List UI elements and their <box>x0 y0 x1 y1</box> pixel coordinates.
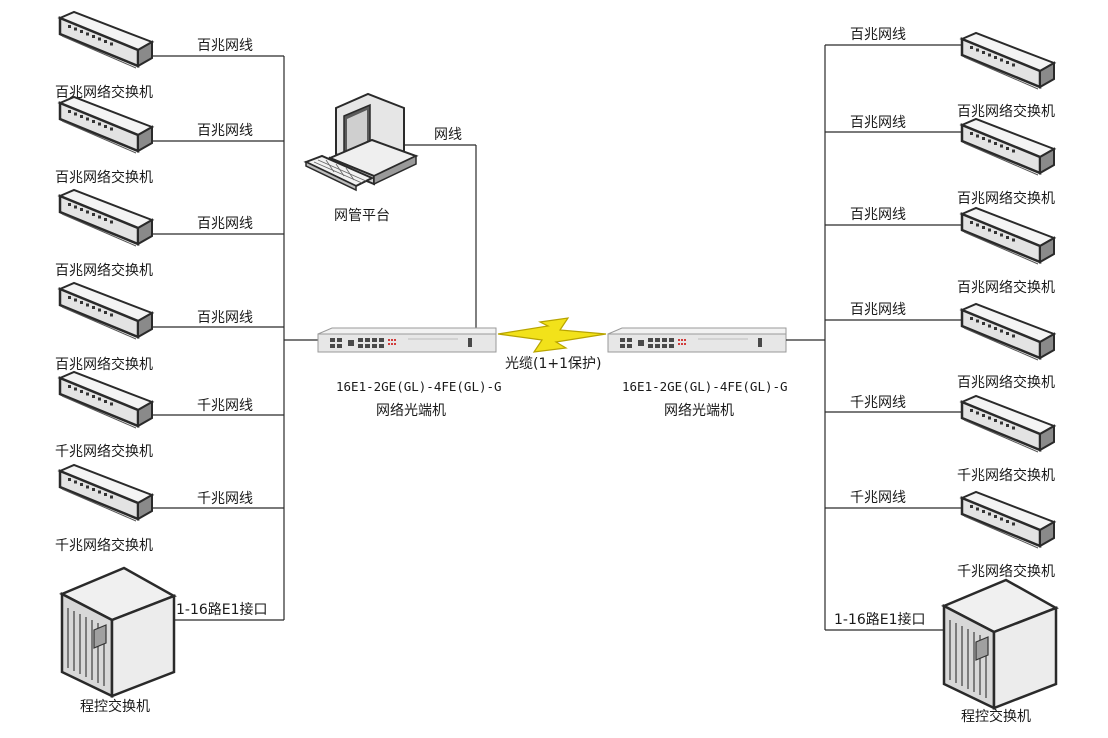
switch-icon <box>960 394 1056 454</box>
switch-icon <box>58 281 154 341</box>
right-device-label: 程控交换机 <box>961 708 1031 725</box>
switch-icon <box>960 117 1056 177</box>
right-device-label: 百兆网络交换机 <box>957 103 1055 120</box>
optical-terminal-icon <box>317 327 497 353</box>
lightning-icon <box>497 317 607 353</box>
center-link: 网管平台 网线 16E1-2GE(GL)-4FE(GL)-G 网络光端机 光缆(… <box>305 93 788 419</box>
switch-icon <box>960 31 1056 91</box>
pbx-icon <box>60 566 176 698</box>
right-cable-label: 百兆网线 <box>850 27 906 43</box>
right-cable-label: 百兆网线 <box>850 207 906 223</box>
switch-icon <box>960 302 1056 362</box>
switch-icon <box>960 206 1056 266</box>
right-device-label: 百兆网络交换机 <box>957 190 1055 207</box>
right-site: 百兆网线 百兆网络交换机 百兆网线 百兆网络交换机 百兆网线 百兆网络交换机 百… <box>786 27 1058 725</box>
right-cable-label: 百兆网线 <box>850 115 906 131</box>
fiber-label: 光缆(1+1保护) <box>505 356 601 372</box>
left-cable-label: 百兆网线 <box>197 310 253 326</box>
left-device-label: 千兆网络交换机 <box>55 537 153 554</box>
left-terminal-model: 16E1-2GE(GL)-4FE(GL)-G <box>336 379 502 394</box>
right-device-label: 百兆网络交换机 <box>957 374 1055 391</box>
right-cable-label: 1-16路E1接口 <box>834 611 926 628</box>
nms-cable-label: 网线 <box>434 127 462 143</box>
nms-label: 网管平台 <box>334 208 390 224</box>
right-device-label: 千兆网络交换机 <box>957 467 1055 484</box>
left-device-label: 程控交换机 <box>80 698 150 715</box>
left-terminal-name: 网络光端机 <box>376 403 446 419</box>
right-terminal-name: 网络光端机 <box>664 403 734 419</box>
switch-icon <box>58 463 154 523</box>
switch-icon <box>960 490 1056 550</box>
pbx-icon <box>942 578 1058 710</box>
switch-icon <box>58 188 154 248</box>
left-device-label: 百兆网络交换机 <box>55 356 153 373</box>
right-cable-label: 千兆网线 <box>850 395 906 411</box>
switch-icon <box>58 95 154 155</box>
left-cable-label: 1-16路E1接口 <box>176 601 268 618</box>
switch-icon <box>58 370 154 430</box>
left-device-label: 千兆网络交换机 <box>55 443 153 460</box>
right-cable-label: 百兆网线 <box>850 302 906 318</box>
left-cable-label: 百兆网线 <box>197 38 253 54</box>
optical-terminal-icon <box>607 327 787 353</box>
left-device-label: 百兆网络交换机 <box>55 169 153 186</box>
right-device-label: 百兆网络交换机 <box>957 279 1055 296</box>
left-cable-label: 千兆网线 <box>197 491 253 507</box>
switch-icon <box>58 10 154 70</box>
left-cable-label: 百兆网线 <box>197 123 253 139</box>
left-cable-label: 千兆网线 <box>197 398 253 414</box>
computer-icon <box>305 93 417 191</box>
right-device-label: 千兆网络交换机 <box>957 563 1055 580</box>
right-terminal-model: 16E1-2GE(GL)-4FE(GL)-G <box>622 379 788 394</box>
left-cable-label: 百兆网线 <box>197 216 253 232</box>
left-device-label: 百兆网络交换机 <box>55 84 153 101</box>
left-site: 百兆网线 百兆网络交换机 百兆网线 百兆网络交换机 百兆网线 百兆网络交换机 百… <box>55 10 318 715</box>
right-cable-label: 千兆网线 <box>850 490 906 506</box>
left-device-label: 百兆网络交换机 <box>55 262 153 279</box>
